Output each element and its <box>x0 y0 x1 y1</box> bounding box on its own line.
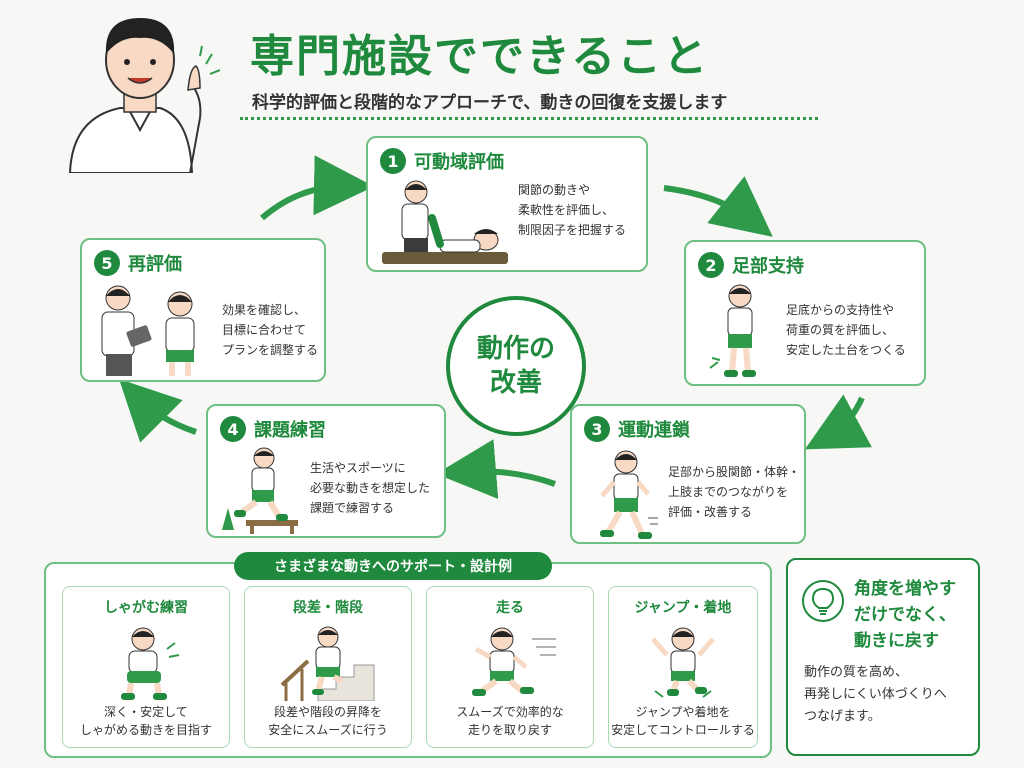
cycle-arrows <box>119 155 872 500</box>
step-card-4: 4 課題練習 生活やスポーツに 必要な動きを想定した 課題で練習する <box>206 404 446 538</box>
arrow-3-to-4 <box>436 439 557 500</box>
presenter-icon <box>68 18 220 173</box>
arrow-5-to-1 <box>260 155 374 221</box>
examples-heading: さまざまな動きへのサポート・設計例 <box>234 552 552 580</box>
step-description: 足部から股関節・体幹・ 上肢までのつながりを 評価・改善する <box>668 465 801 519</box>
step-title: 足部支持 <box>732 256 804 277</box>
example-description: 段差や階段の昇降を 安全にスムーズに行う <box>268 705 388 737</box>
page-title: 専門施設でできること <box>250 31 710 82</box>
example-title: ジャンプ・着地 <box>634 600 732 616</box>
page-subtitle: 科学的評価と段階的なアプローチで、動きの回復を支援します <box>252 93 728 113</box>
example-card-jump: ジャンプ・着地 ジャンプや着地を 安定してコントロールする <box>608 586 758 748</box>
step-title: 課題練習 <box>254 420 326 441</box>
step-number: 1 <box>380 148 406 174</box>
step-number: 3 <box>584 416 610 442</box>
step-number: 5 <box>94 250 120 276</box>
example-card-running: 走る スムーズで効率的な 走りを取り戻す <box>426 586 594 748</box>
example-title: 段差・階段 <box>293 600 363 616</box>
step-card-2: 2 足部支持 足底からの支持性や 荷重の質を評価し、 安定した土台をつくる <box>684 240 926 386</box>
stairs-icon <box>280 626 375 701</box>
example-title: しゃがむ練習 <box>104 600 188 616</box>
example-title: 走る <box>496 600 524 616</box>
example-description: ジャンプや着地を 安定してコントロールする <box>611 705 755 737</box>
key-message-title: 角度を増やす だけでなく、 動きに戻す <box>854 579 956 651</box>
jump-icon <box>651 627 715 698</box>
key-message-box: 角度を増やす だけでなく、 動きに戻す 動作の質を高め、 再発しにくい体づくりへ… <box>786 558 980 756</box>
step-card-5: 5 再評価 効果を確認し、 目標に合わせて プランを調整する <box>80 238 326 382</box>
consultation-icon <box>101 285 195 376</box>
squat-icon <box>121 627 180 700</box>
example-card-stairs: 段差・階段 段差や階段の昇降を 安全にスムーズに行う <box>244 586 412 748</box>
step-description: 生活やスポーツに 必要な動きを想定した 課題で練習する <box>310 461 431 515</box>
arrow-4-to-5 <box>119 379 197 443</box>
example-description: スムーズで効率的な 走りを取り戻す <box>456 705 564 737</box>
step-description: 効果を確認し、 目標に合わせて プランを調整する <box>222 303 319 357</box>
step-description: 足底からの支持性や 荷重の質を評価し、 安定した土台をつくる <box>786 303 906 357</box>
step-number: 2 <box>698 252 724 278</box>
step-number: 4 <box>220 416 246 442</box>
center-goal: 動作の 改善 <box>446 296 586 436</box>
arrow-2-to-3 <box>804 394 872 450</box>
example-card-squat: しゃがむ練習 深く・安定して しゃがめる動きを目指す <box>62 586 230 748</box>
step-card-1: 1 可動域評価 関節の動きや 柔軟性を評価し、 制限因子を把握する <box>366 136 648 272</box>
step-card-3: 3 運動連鎖 足部から股関節・体幹・ 上肢までのつながりを 評価・改善する <box>570 404 806 544</box>
step-title: 再評価 <box>128 254 182 275</box>
key-message-description: 動作の質を高め、 再発しにくい体づくりへ つなげます。 <box>804 665 947 724</box>
divider <box>240 117 818 120</box>
walking-child-icon <box>600 450 658 539</box>
therapist-patient-icon <box>382 180 508 264</box>
lightbulb-icon <box>802 580 844 622</box>
running-icon <box>472 627 556 696</box>
step-title: 運動連鎖 <box>618 420 690 441</box>
example-description: 深く・安定して しゃがめる動きを目指す <box>79 705 212 737</box>
stepping-child-icon <box>222 447 298 534</box>
arrow-1-to-2 <box>663 176 773 237</box>
standing-child-icon <box>709 284 756 377</box>
step-description: 関節の動きや 柔軟性を評価し、 制限因子を把握する <box>518 183 627 237</box>
step-title: 可動域評価 <box>414 152 504 173</box>
